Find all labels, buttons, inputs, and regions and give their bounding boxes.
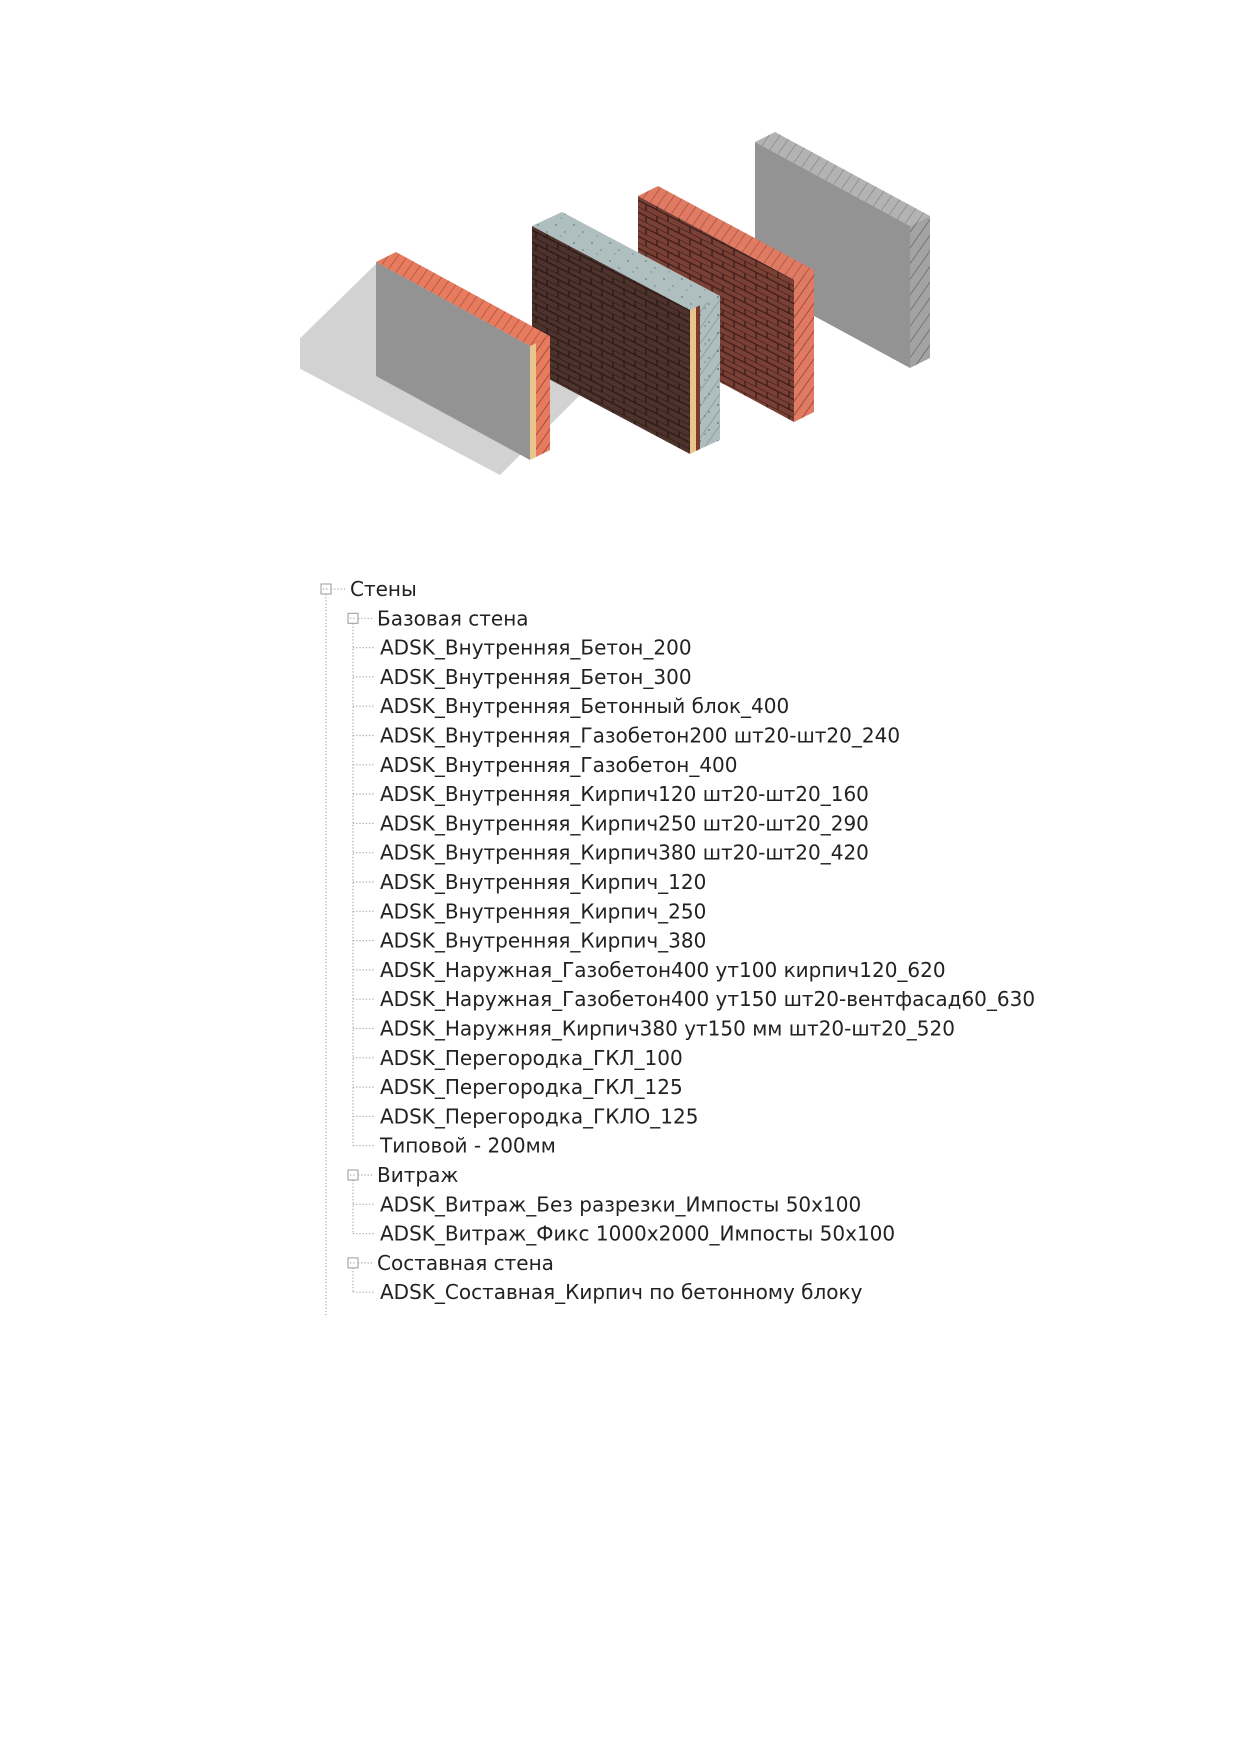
tree-item[interactable]: ADSK_Внутренняя_Кирпич250 шт20-шт20_290 — [380, 811, 869, 835]
wall-concrete-brick — [376, 252, 550, 460]
tree-item[interactable]: ADSK_Внутренняя_Газобетон200 шт20-шт20_2… — [380, 724, 900, 748]
group-toggle-2[interactable] — [347, 1257, 359, 1269]
tree-item[interactable]: ADSK_Перегородка_ГКЛ_125 — [380, 1075, 683, 1099]
group-toggle-1[interactable] — [347, 1169, 359, 1181]
tree-item[interactable]: ADSK_Внутренняя_Бетон_200 — [380, 636, 692, 660]
tree-item[interactable]: ADSK_Внутренняя_Бетонный блок_400 — [380, 694, 789, 718]
tree-item[interactable]: ADSK_Составная_Кирпич по бетонному блоку — [380, 1280, 863, 1304]
root-toggle[interactable] — [320, 583, 332, 595]
tree-item[interactable]: ADSK_Наружняя_Кирпич380 ут150 мм шт20-шт… — [380, 1017, 955, 1041]
group-toggle-0[interactable] — [347, 612, 359, 624]
tree-item[interactable]: ADSK_Внутренняя_Кирпич120 шт20-шт20_160 — [380, 782, 869, 806]
wall-concrete — [755, 132, 930, 368]
tree-item[interactable]: ADSK_Перегородка_ГКЛ_100 — [380, 1046, 683, 1070]
tree-item[interactable]: ADSK_Витраж_Без разрезки_Импосты 50x100 — [380, 1192, 861, 1216]
tree-item[interactable]: ADSK_Наружная_Газобетон400 ут100 кирпич1… — [380, 958, 946, 982]
wall-brick-insulated — [532, 212, 720, 454]
tree-item[interactable]: Типовой - 200мм — [379, 1134, 556, 1158]
tree-item[interactable]: ADSK_Внутренняя_Кирпич_250 — [380, 899, 706, 923]
tree-item[interactable]: ADSK_Внутренняя_Кирпич380 шт20-шт20_420 — [380, 841, 869, 865]
tree-item[interactable]: ADSK_Витраж_Фикс 1000x2000_Импосты 50x10… — [380, 1222, 895, 1246]
tree-item[interactable]: ADSK_Наружная_Газобетон400 ут150 шт20-ве… — [380, 987, 1035, 1011]
tree-item[interactable]: ADSK_Внутренняя_Кирпич_120 — [380, 870, 706, 894]
tree-item[interactable]: ADSK_Внутренняя_Кирпич_380 — [380, 929, 706, 953]
tree-root-label[interactable]: Стены — [350, 578, 417, 601]
tree-item[interactable]: ADSK_Перегородка_ГКЛО_125 — [380, 1104, 698, 1128]
tree-group-label[interactable]: Витраж — [377, 1163, 458, 1187]
tree-item[interactable]: ADSK_Внутренняя_Бетон_300 — [380, 665, 692, 689]
tree-group-label[interactable]: Базовая стена — [377, 606, 529, 630]
wall-types-preview — [300, 132, 930, 475]
tree-item[interactable]: ADSK_Внутренняя_Газобетон_400 — [380, 753, 738, 777]
tree-group-label[interactable]: Составная стена — [377, 1251, 554, 1275]
